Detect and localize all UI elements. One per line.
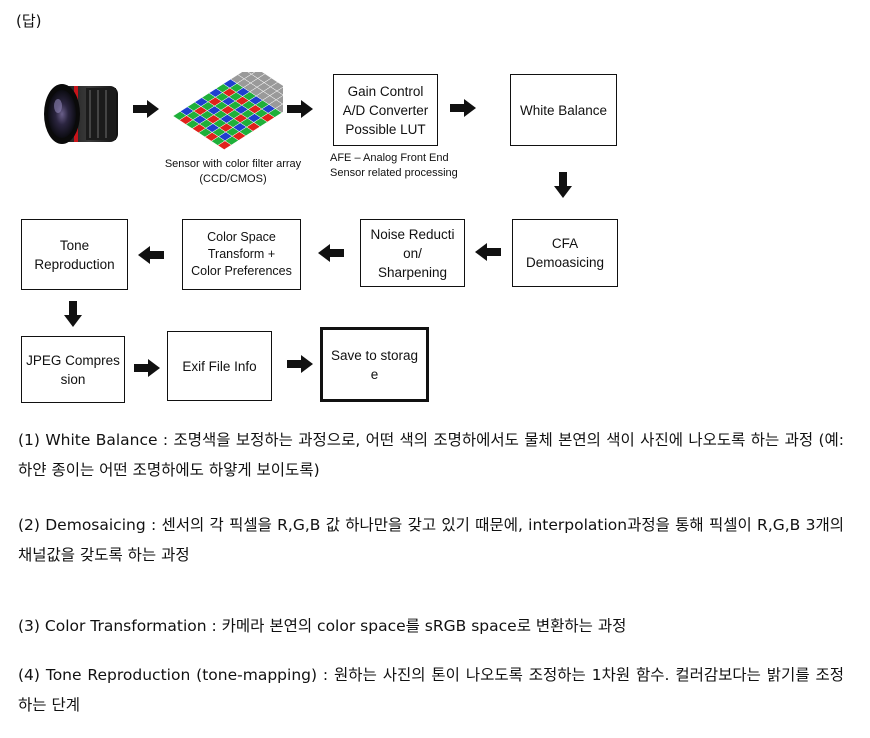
answer-label: (답) [16,12,42,30]
arrow-right-icon [287,100,313,118]
arrow-right-icon [287,355,313,373]
sensor-gray-cell [275,95,283,105]
arrow-right-icon [450,99,476,117]
sensor-gray-cell [247,72,256,75]
sensor-gray-cell [274,103,283,114]
color-filter-array-image [172,72,283,150]
white-balance-box: White Balance [510,74,617,146]
exif-file-info-box: Exif File Info [167,331,272,401]
paragraph-white-balance: (1) White Balance : 조명색을 보정하는 과정으로, 어떤 색… [18,431,844,479]
sensor-gray-cell [276,86,283,96]
tone-reproduction-box: Tone Reproduction [21,219,128,290]
color-space-transform-box: Color Space Transform + Color Preference… [182,219,301,290]
paragraph-tone-reproduction: (4) Tone Reproduction (tone-mapping) : 원… [18,666,844,714]
afe-caption: AFE – Analog Front End Sensor related pr… [330,152,458,179]
camera-lens-image [44,84,118,144]
sensor-gray-cell [270,81,283,92]
paragraph-color-transformation: (3) Color Transformation : 카메라 본연의 color… [18,617,627,635]
arrow-down-icon [554,172,572,198]
cfa-demosaicing-box: CFA Demoasicing [512,219,618,287]
save-to-storage-box: Save to storag e [320,327,429,402]
arrow-left-icon [138,246,164,264]
arrow-right-icon [134,359,160,377]
sensor-gray-cell [269,90,283,101]
arrow-left-icon [475,243,501,261]
noise-reduction-box: Noise Reducti on/ Sharpening [360,219,465,287]
gain-control-box: Gain Control A/D Converter Possible LUT [333,74,438,146]
arrow-right-icon [133,100,159,118]
jpeg-compression-box: JPEG Compres sion [21,336,125,403]
paragraph-demosaicing: (2) Demosaicing : 센서의 각 픽셀을 R,G,B 값 하나만을… [18,516,844,564]
arrow-left-icon [318,244,344,262]
arrow-down-icon [64,301,82,327]
sensor-caption: Sensor with color filter array (CCD/CMOS… [164,158,302,185]
